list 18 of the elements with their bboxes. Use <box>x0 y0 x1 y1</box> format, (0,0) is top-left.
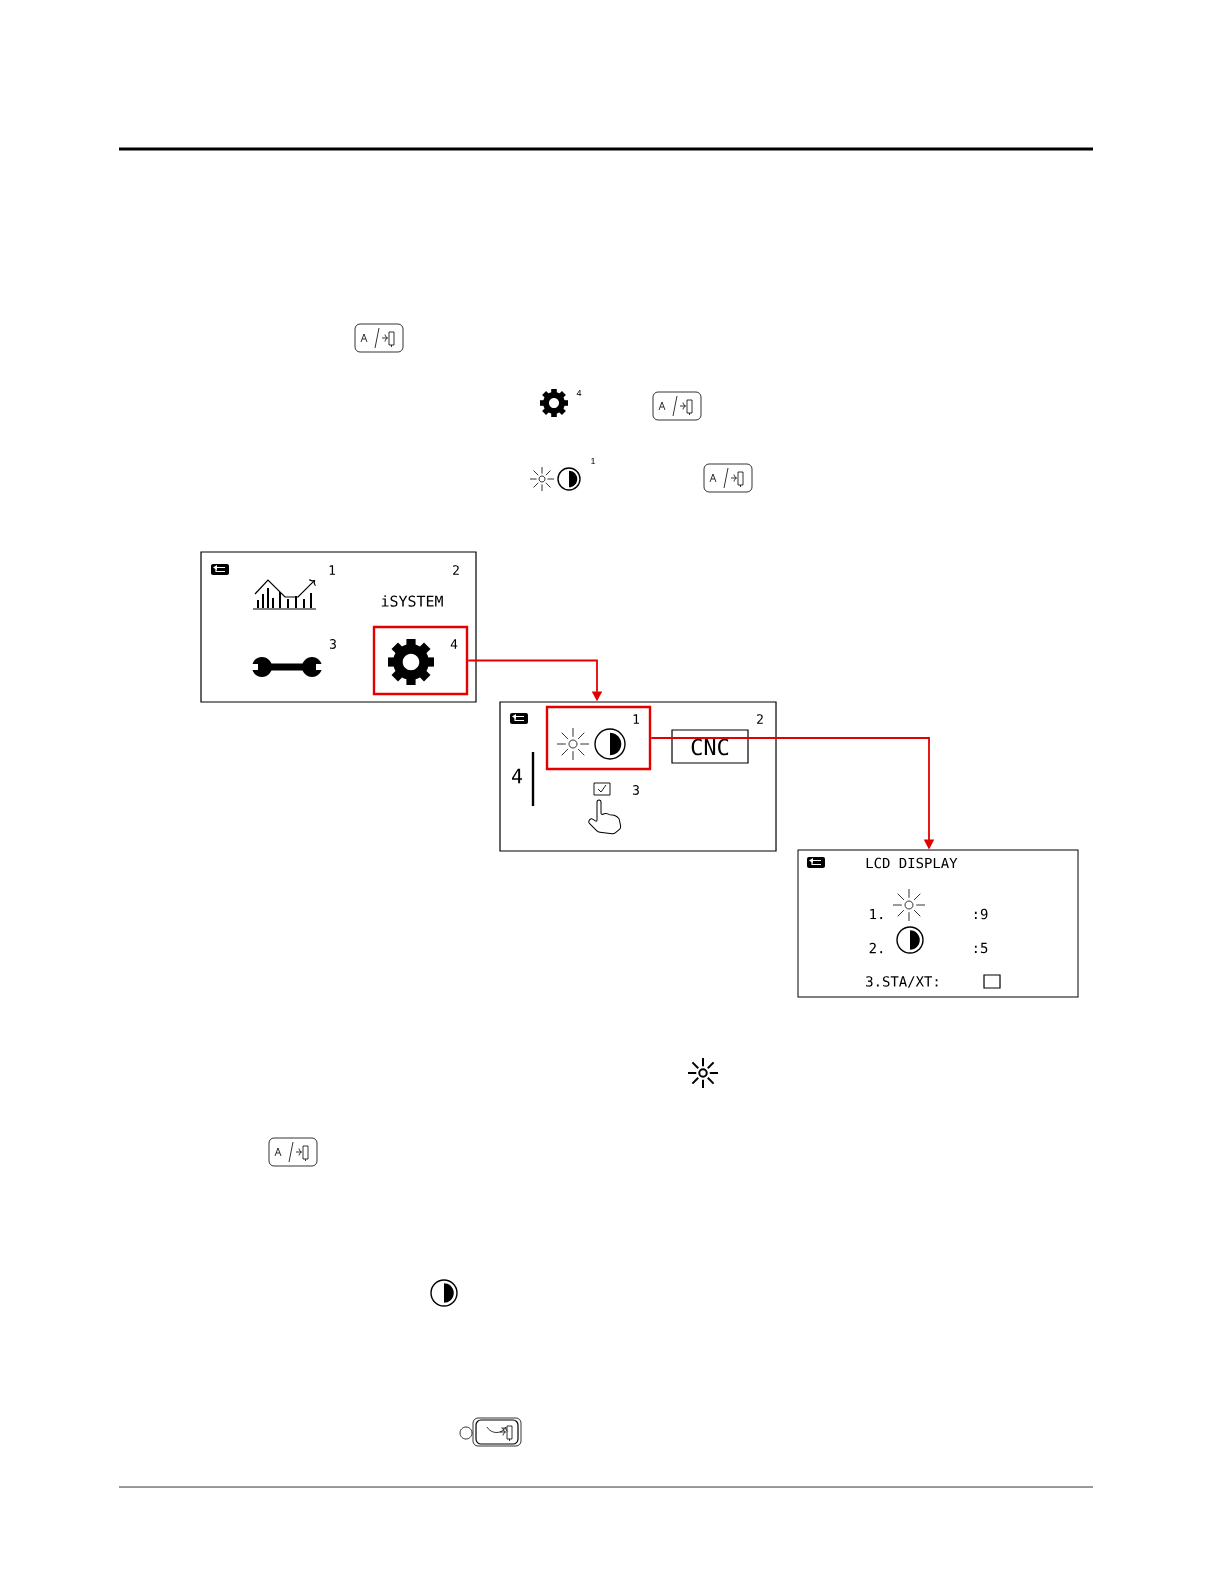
menu-number: 2 <box>757 714 763 724</box>
setting-text: 3.STA/XT: <box>866 976 938 988</box>
menu-item-text: CNC <box>691 738 729 756</box>
setting-number: 1. <box>870 908 883 920</box>
menu-number: 4 <box>450 639 458 649</box>
menu-number: 3 <box>632 785 639 795</box>
setting-number: 2. <box>869 942 883 954</box>
menu-number: 1 <box>329 565 336 575</box>
setting-value: :9 <box>974 908 988 920</box>
menu-number: 3 <box>329 639 336 649</box>
setting-value: :5 <box>974 942 988 954</box>
screen-title: LCD DISPLAY <box>866 857 958 869</box>
superscript-number: 1 <box>591 457 596 465</box>
level-number: 4 <box>512 768 523 784</box>
menu-number: 1 <box>633 714 640 724</box>
menu-item-text: iSYSTEM <box>381 595 443 607</box>
menu-number: 2 <box>453 565 459 575</box>
superscript-number: 4 <box>576 389 582 397</box>
